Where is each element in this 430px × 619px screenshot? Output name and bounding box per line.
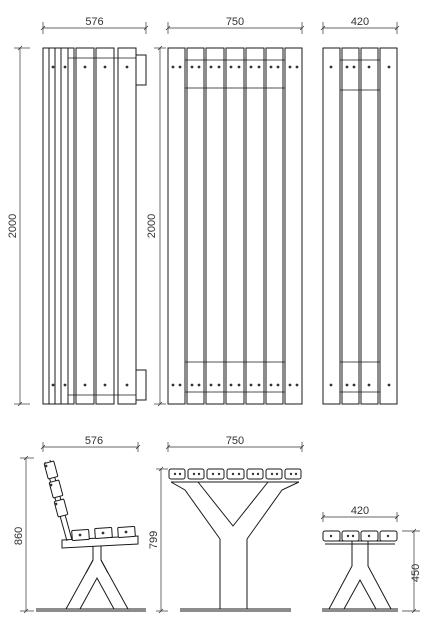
dimension-750-top: 750 bbox=[165, 16, 305, 34]
dimension-750-bottom: 750 bbox=[165, 435, 305, 452]
dimension-label: 2000 bbox=[146, 214, 158, 238]
bench-with-backrest-plan-view bbox=[42, 47, 147, 405]
bench-with-backrest-side-view bbox=[36, 459, 146, 612]
dimension-label: 420 bbox=[351, 16, 369, 28]
dimension-label: 750 bbox=[226, 16, 244, 28]
dimension-576-bottom: 576 bbox=[40, 435, 141, 452]
dimension-label: 860 bbox=[13, 527, 25, 545]
dimension-576-top: 576 bbox=[40, 16, 149, 34]
flat-bench-plan-view bbox=[167, 47, 303, 405]
dimension-label: 450 bbox=[410, 564, 422, 582]
dimension-label: 750 bbox=[226, 435, 244, 447]
dimension-label: 2000 bbox=[7, 214, 19, 238]
dimension-420-top: 420 bbox=[320, 16, 400, 34]
dimension-2000-mid: 2000 bbox=[146, 45, 166, 407]
dimension-420-bottom: 420 bbox=[320, 505, 400, 522]
dimension-860: 860 bbox=[13, 455, 34, 614]
flat-bench-front-view bbox=[168, 468, 302, 612]
dimension-450: 450 bbox=[402, 528, 422, 614]
dimension-label: 799 bbox=[148, 531, 160, 549]
dimension-label: 576 bbox=[85, 16, 103, 28]
narrow-bench-end-view bbox=[322, 530, 398, 612]
narrow-bench-plan-view bbox=[322, 47, 398, 405]
dimension-label: 420 bbox=[351, 505, 369, 517]
dimension-label: 576 bbox=[85, 435, 103, 447]
dimension-2000-left: 2000 bbox=[7, 45, 30, 407]
dimension-799: 799 bbox=[148, 466, 168, 614]
